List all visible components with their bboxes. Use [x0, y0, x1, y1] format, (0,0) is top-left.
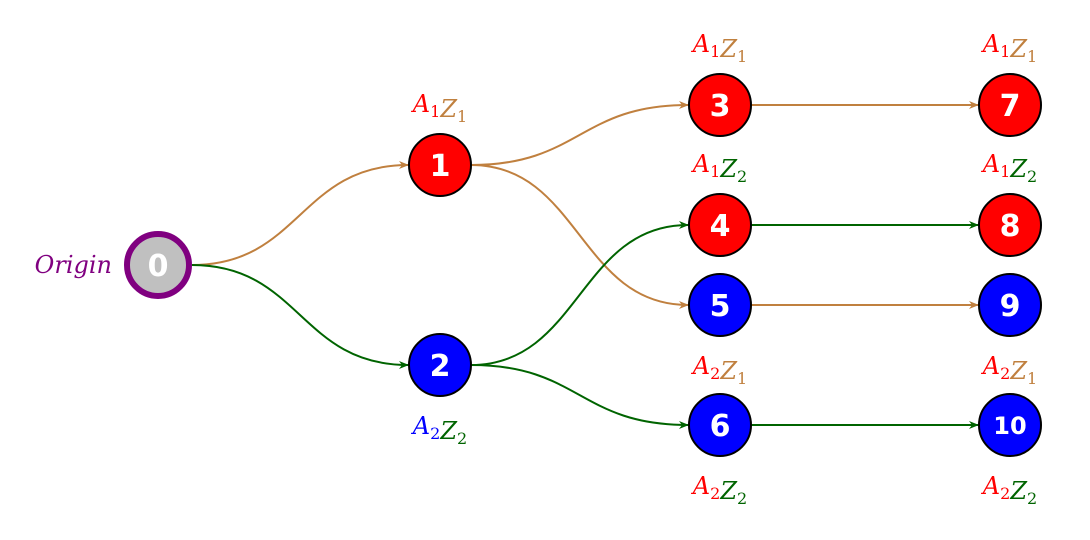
label-variable: A [691, 150, 710, 178]
label-variable: Z [719, 155, 738, 183]
node-circle [978, 393, 1042, 457]
label-subscript: 2 [430, 424, 440, 443]
node-number: 2 [430, 349, 451, 384]
label-variable: Z [719, 35, 738, 63]
label-subscript: 2 [457, 429, 467, 448]
label-subscript: 1 [710, 42, 720, 61]
edge-2-to-6 [470, 364, 689, 429]
edge-1-to-5 [470, 164, 689, 309]
node-label: A1Z2 [981, 150, 1037, 186]
label-subscript: 1 [1027, 47, 1037, 66]
nodes-layer: 01A1Z12A2Z23A1Z14A1Z25A2Z16A2Z27A1Z18A1Z… [124, 30, 1042, 508]
label-variable: A [691, 30, 710, 58]
node-label: A1Z1 [691, 30, 747, 66]
node-circle [408, 333, 472, 397]
edge-0-to-1 [191, 161, 409, 266]
label-variable: Z [719, 357, 738, 385]
node-number: 9 [1000, 289, 1021, 324]
label-variable: A [411, 412, 430, 440]
label-subscript: 1 [1000, 42, 1010, 61]
node-label: A1Z1 [411, 90, 467, 126]
label-subscript: 2 [737, 167, 747, 186]
label-subscript: 2 [1000, 484, 1010, 503]
node-label: A2Z1 [691, 352, 747, 388]
label-subscript: 2 [1027, 167, 1037, 186]
label-variable: Z [439, 95, 458, 123]
label-variable: Z [1009, 155, 1028, 183]
label-variable: Z [1009, 35, 1028, 63]
node-number: 6 [710, 409, 731, 444]
label-variable: Z [439, 417, 458, 445]
label-variable: Z [1009, 477, 1028, 505]
node-number: 10 [993, 412, 1026, 440]
label-variable: Z [1009, 357, 1028, 385]
label-subscript: 1 [430, 102, 440, 121]
node-0: 0 [124, 231, 192, 299]
node-number: 5 [710, 289, 731, 324]
label-variable: A [981, 472, 1000, 500]
node-label: A2Z2 [411, 412, 467, 448]
node-circle [978, 73, 1042, 137]
node-circle [688, 273, 752, 337]
label-subscript: 1 [710, 162, 720, 181]
node-label: A2Z1 [981, 352, 1037, 388]
label-subscript: 1 [737, 47, 747, 66]
label-variable: A [981, 30, 1000, 58]
node-circle [978, 273, 1042, 337]
label-subscript: 1 [1027, 369, 1037, 388]
label-variable: Z [719, 477, 738, 505]
node-circle [124, 231, 192, 299]
label-variable: A [981, 352, 1000, 380]
label-subscript: 1 [737, 369, 747, 388]
node-circle [978, 193, 1042, 257]
edge-1-to-3 [470, 101, 689, 166]
edges-layer [191, 101, 979, 429]
label-subscript: 2 [710, 364, 720, 383]
node-circle [688, 73, 752, 137]
node-label: A1Z2 [691, 150, 747, 186]
label-subscript: 2 [1000, 364, 1010, 383]
node-number: 8 [1000, 209, 1021, 244]
label-subscript: 2 [737, 489, 747, 508]
node-8: 8 A1Z2 [978, 150, 1042, 257]
node-circle [688, 393, 752, 457]
node-label: A2Z2 [981, 472, 1037, 508]
node-circle [688, 193, 752, 257]
edge-0-to-2 [191, 264, 409, 369]
label-subscript: 1 [457, 107, 467, 126]
node-number: 0 [148, 249, 169, 284]
node-circle [408, 133, 472, 197]
node-label: A1Z1 [981, 30, 1037, 66]
label-subscript: 2 [1027, 489, 1037, 508]
node-4: 4 A1Z2 [688, 150, 752, 257]
label-variable: A [981, 150, 1000, 178]
label-subscript: 1 [1000, 162, 1010, 181]
node-number: 1 [430, 149, 451, 184]
node-number: 3 [710, 89, 731, 124]
node-label: A2Z2 [691, 472, 747, 508]
edge-2-to-4 [470, 221, 689, 366]
label-variable: A [411, 90, 430, 118]
label-variable: A [691, 472, 710, 500]
node-number: 4 [710, 209, 731, 244]
node-number: 7 [1000, 89, 1021, 124]
label-variable: A [691, 352, 710, 380]
origin-label: Origin [35, 251, 112, 279]
label-subscript: 2 [710, 484, 720, 503]
